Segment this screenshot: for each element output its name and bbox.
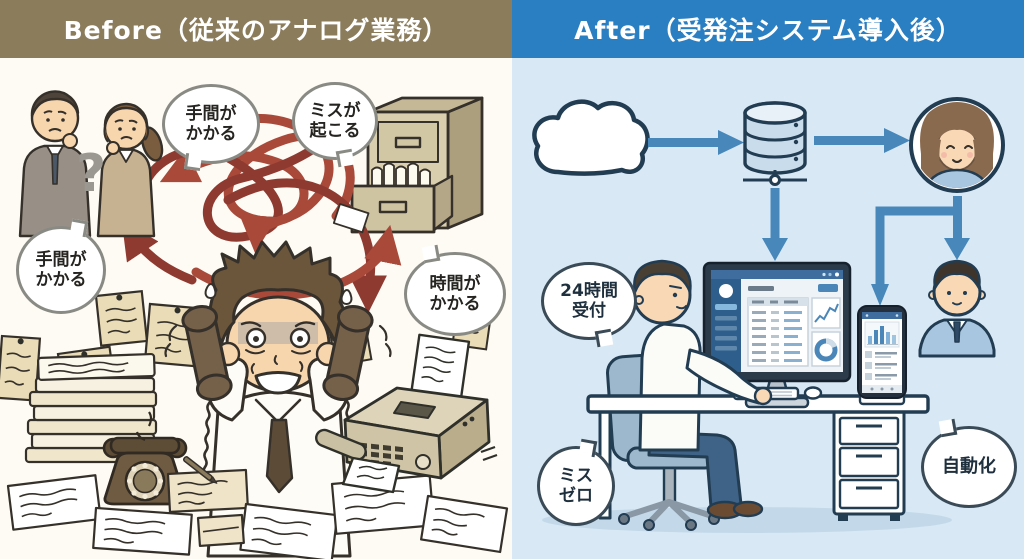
phone-list: [865, 351, 897, 380]
mouse: [803, 386, 823, 400]
fax-machine: [315, 333, 498, 494]
operator-arm: [685, 348, 773, 406]
pen: [182, 456, 218, 484]
bubble-text: ミスが 起こる: [309, 100, 361, 141]
bubble-text: 時間が かかる: [429, 273, 481, 314]
speech-bubble-effort-1: 手間が かかる: [162, 84, 260, 164]
dashboard-table: [747, 297, 809, 367]
monitor: [702, 261, 852, 409]
after-header: After（受発注システム導入後）: [512, 0, 1024, 58]
speech-bubble-effort-2: 手間が かかる: [16, 226, 106, 314]
after-illustration: [512, 58, 1024, 559]
before-panel: Before（従来のアナログ業務） ?: [0, 0, 512, 559]
speech-bubble-zero-mistakes: ミス ゼロ: [537, 446, 615, 526]
drawer-unit: [832, 408, 906, 521]
phone-bar-chart: [864, 321, 900, 348]
dial-holes: [126, 462, 164, 500]
dashboard-screen: [711, 270, 843, 372]
smartphone: [857, 305, 907, 406]
customer-avatar: [909, 97, 1005, 193]
seated-operator: [632, 259, 764, 520]
phone-handset-right: [322, 305, 374, 401]
filing-cabinet: [350, 96, 484, 234]
after-title: After（受発注システム導入後）: [574, 16, 962, 45]
database-icon: [743, 101, 807, 186]
before-illustration: ?: [0, 58, 512, 559]
worried-woman: [96, 102, 164, 238]
after-illustration-svg: [532, 97, 1005, 533]
speech-bubble-24h-reception: 24時間 受付: [541, 262, 637, 340]
question-mark: ?: [76, 144, 107, 204]
flow-arrows: [648, 128, 970, 306]
speech-bubble-time-cost: 時間が かかる: [404, 252, 506, 336]
before-header: Before（従来のアナログ業務）: [0, 0, 512, 58]
phone-handset-left: [181, 305, 233, 401]
before-title: Before（従来のアナログ業務）: [63, 16, 449, 45]
bubble-text: 手間が かかる: [185, 103, 237, 144]
worried-man: [18, 90, 92, 238]
cloud-icon: [532, 99, 650, 176]
cabinet-folders: [371, 162, 431, 191]
speech-bubble-mistakes: ミスが 起こる: [292, 82, 378, 160]
dashboard-line-chart: [811, 297, 841, 329]
speech-bubble-automation: 自動化: [921, 426, 1017, 508]
bubble-text: 自動化: [942, 456, 996, 478]
before-illustration-svg: [0, 90, 509, 559]
dashboard-donut-chart: [811, 331, 841, 367]
bubble-text: 24時間 受付: [560, 280, 618, 321]
bubble-text: ミス ゼロ: [559, 465, 593, 506]
desk: [586, 394, 930, 521]
bubble-text: 手間が かかる: [35, 249, 87, 290]
client-person: [918, 259, 996, 358]
scattered-papers: [6, 203, 509, 559]
